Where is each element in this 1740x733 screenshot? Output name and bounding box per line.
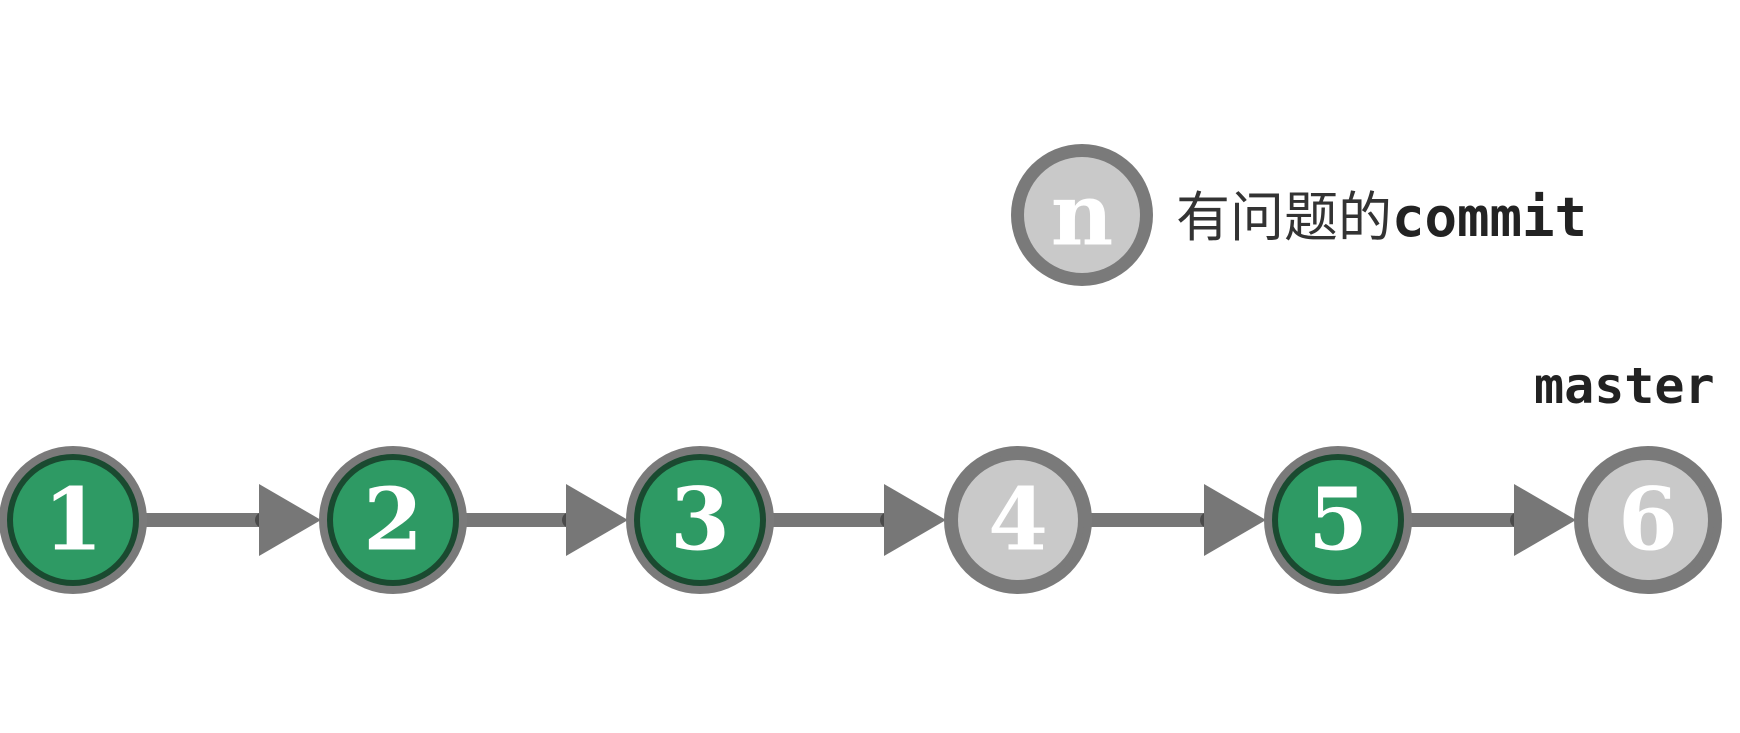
commit-arrow-head (259, 484, 321, 556)
commit-node-fill (13, 460, 133, 580)
commit-node: 6 (1574, 446, 1722, 594)
commit-node: 5 (1264, 446, 1412, 594)
commit-arrow-head (884, 484, 946, 556)
commit-node: 1 (0, 446, 147, 594)
commit-node-label: 4 (988, 470, 1048, 571)
legend-text-cn: 有问题的 (1176, 186, 1392, 249)
commit-node-label: 6 (1618, 470, 1678, 571)
commit-arrow-head (566, 484, 628, 556)
commit-node-label: 1 (43, 470, 103, 571)
commit-node: 3 (626, 446, 774, 594)
commit-node-fill (1278, 460, 1398, 580)
legend-node-fill (1024, 157, 1140, 273)
commit-node-fill (958, 460, 1078, 580)
legend-node-symbol: n (1051, 165, 1114, 266)
commit-node-label: 2 (363, 470, 423, 571)
commit-node-fill (333, 460, 453, 580)
commit-node-label: 5 (1308, 470, 1368, 571)
commit-node-label: 3 (670, 470, 730, 571)
branch-label-master: master (1534, 357, 1715, 415)
commit-node: 2 (319, 446, 467, 594)
commit-nodes: 1 2 3 4 5 6 (0, 446, 1722, 594)
legend-text: 有问题的commit (1176, 186, 1587, 249)
commit-node-fill (1588, 460, 1708, 580)
legend: n 有问题的commit (1011, 144, 1587, 286)
commit-arrows (143, 484, 1576, 556)
commit-node: 4 (944, 446, 1092, 594)
commit-arrow-head (1514, 484, 1576, 556)
legend-text-commit: commit (1392, 186, 1587, 249)
commit-node-fill (640, 460, 760, 580)
commit-arrow-head (1204, 484, 1266, 556)
